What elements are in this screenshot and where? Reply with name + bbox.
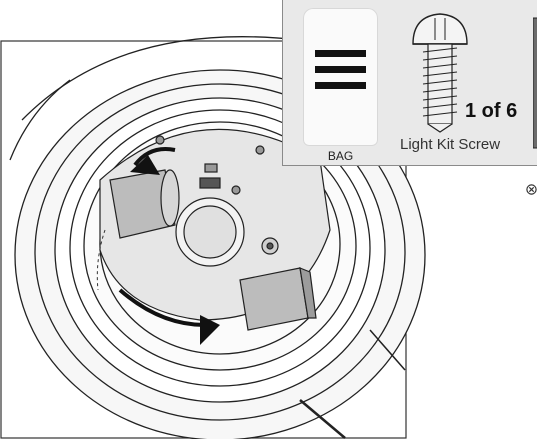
bag-label: BAG [327,149,354,163]
bag-stripe [315,50,366,57]
part-name-label: Light Kit Screw [400,136,501,153]
hardware-callout: BAG 1 of 6 Light Kit Screw [282,0,537,166]
light-socket-right [239,267,317,331]
rotation-arrowheads [130,155,220,345]
quantity-label: 1 of 6 [465,100,518,122]
bag-stripe [315,82,366,89]
bag-icon: BAG [303,8,378,163]
rotation-arrow [118,147,206,327]
dashed-wire [96,229,106,291]
screwdriver-icon [533,17,537,149]
bag-stripe [315,66,366,73]
screw-icon [412,13,468,133]
light-socket-left [109,169,180,239]
circle-x-icon [526,184,537,195]
